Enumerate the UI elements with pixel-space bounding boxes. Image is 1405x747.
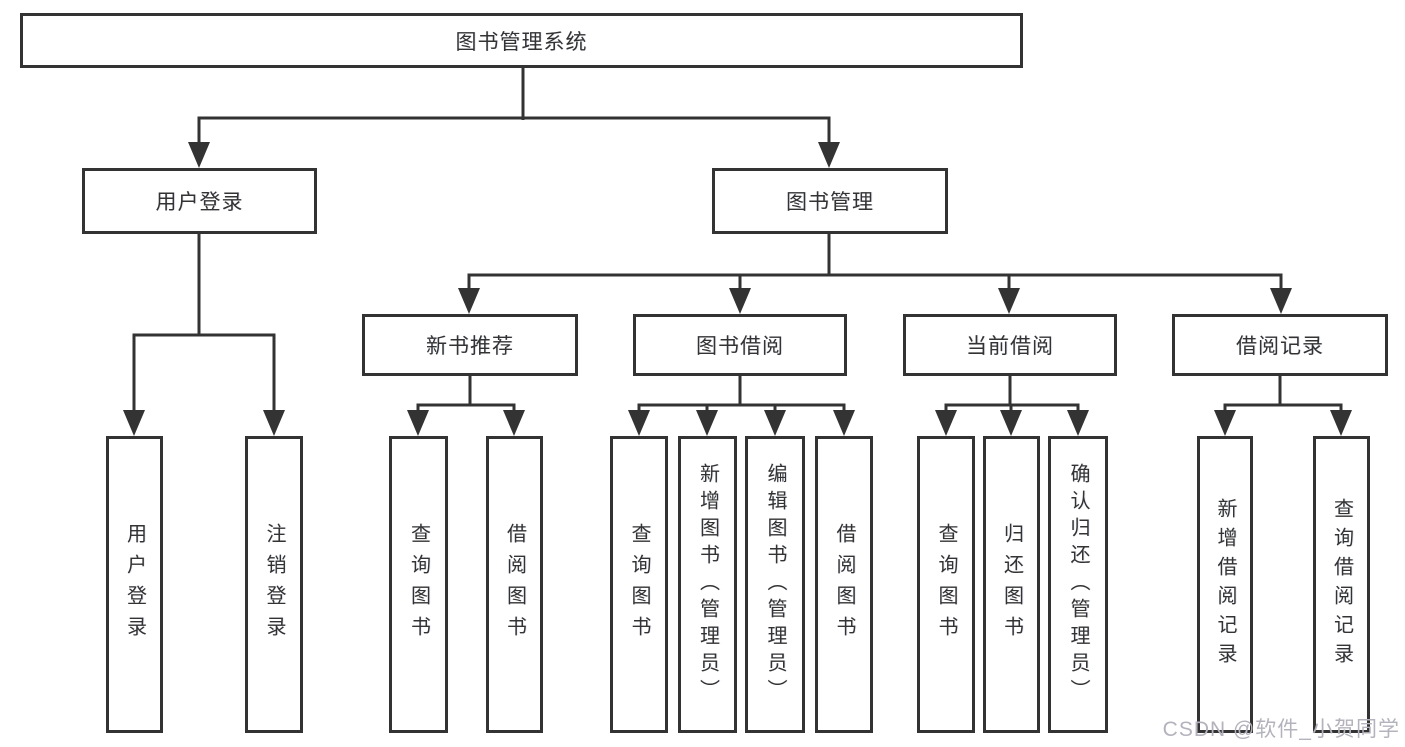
leaf-bb-edit-book-label: 编辑图书（管理员）	[764, 463, 786, 706]
leaf-user-login-label: 用户登录	[123, 522, 146, 647]
node-current-borrow-label: 当前借阅	[966, 335, 1054, 358]
node-book-borrow-label: 图书借阅	[696, 335, 784, 358]
leaf-cb-query-book: 查询图书	[917, 436, 975, 733]
leaf-cb-return-book-label: 归还图书	[1000, 522, 1023, 647]
node-user-login-label: 用户登录	[155, 191, 244, 214]
node-book-borrow: 图书借阅	[633, 314, 847, 376]
node-new-book-recommend: 新书推荐	[362, 314, 578, 376]
leaf-br-query-record-label: 查询借阅记录	[1330, 497, 1353, 672]
node-borrow-record-label: 借阅记录	[1236, 335, 1324, 358]
node-book-management: 图书管理	[712, 168, 948, 234]
leaf-br-add-record-label: 新增借阅记录	[1214, 497, 1236, 672]
leaf-bb-query-book: 查询图书	[610, 436, 668, 733]
csdn-watermark: CSDN @软件_小贺同学	[1162, 718, 1400, 741]
leaf-cb-confirm-return: 确认归还（管理员）	[1048, 436, 1108, 733]
leaf-br-add-record: 新增借阅记录	[1197, 436, 1253, 733]
node-root-label: 图书管理系统	[455, 30, 588, 54]
node-book-management-label: 图书管理	[786, 191, 874, 214]
node-root: 图书管理系统	[20, 13, 1023, 68]
leaf-nbr-query-book-label: 查询图书	[407, 522, 430, 647]
node-borrow-record: 借阅记录	[1172, 314, 1388, 376]
leaf-bb-edit-book: 编辑图书（管理员）	[745, 436, 805, 733]
leaf-nbr-borrow-book: 借阅图书	[486, 436, 543, 733]
leaf-cb-return-book: 归还图书	[983, 436, 1040, 733]
leaf-nbr-borrow-book-label: 借阅图书	[503, 522, 526, 647]
leaf-bb-borrow-book: 借阅图书	[815, 436, 873, 733]
leaf-cb-query-book-label: 查询图书	[935, 522, 957, 647]
node-new-book-recommend-label: 新书推荐	[426, 335, 514, 358]
leaf-bb-add-book: 新增图书（管理员）	[678, 436, 737, 733]
leaf-user-login: 用户登录	[106, 436, 163, 733]
leaf-nbr-query-book: 查询图书	[389, 436, 448, 733]
leaf-bb-add-book-label: 新增图书（管理员）	[696, 463, 719, 706]
leaf-bb-borrow-book-label: 借阅图书	[833, 522, 855, 647]
node-user-login: 用户登录	[82, 168, 317, 234]
leaf-br-query-record: 查询借阅记录	[1313, 436, 1370, 733]
leaf-cb-confirm-return-label: 确认归还（管理员）	[1067, 463, 1089, 706]
node-current-borrow: 当前借阅	[903, 314, 1117, 376]
leaf-logout-label: 注销登录	[263, 522, 285, 647]
leaf-bb-query-book-label: 查询图书	[628, 522, 650, 647]
leaf-logout: 注销登录	[245, 436, 303, 733]
